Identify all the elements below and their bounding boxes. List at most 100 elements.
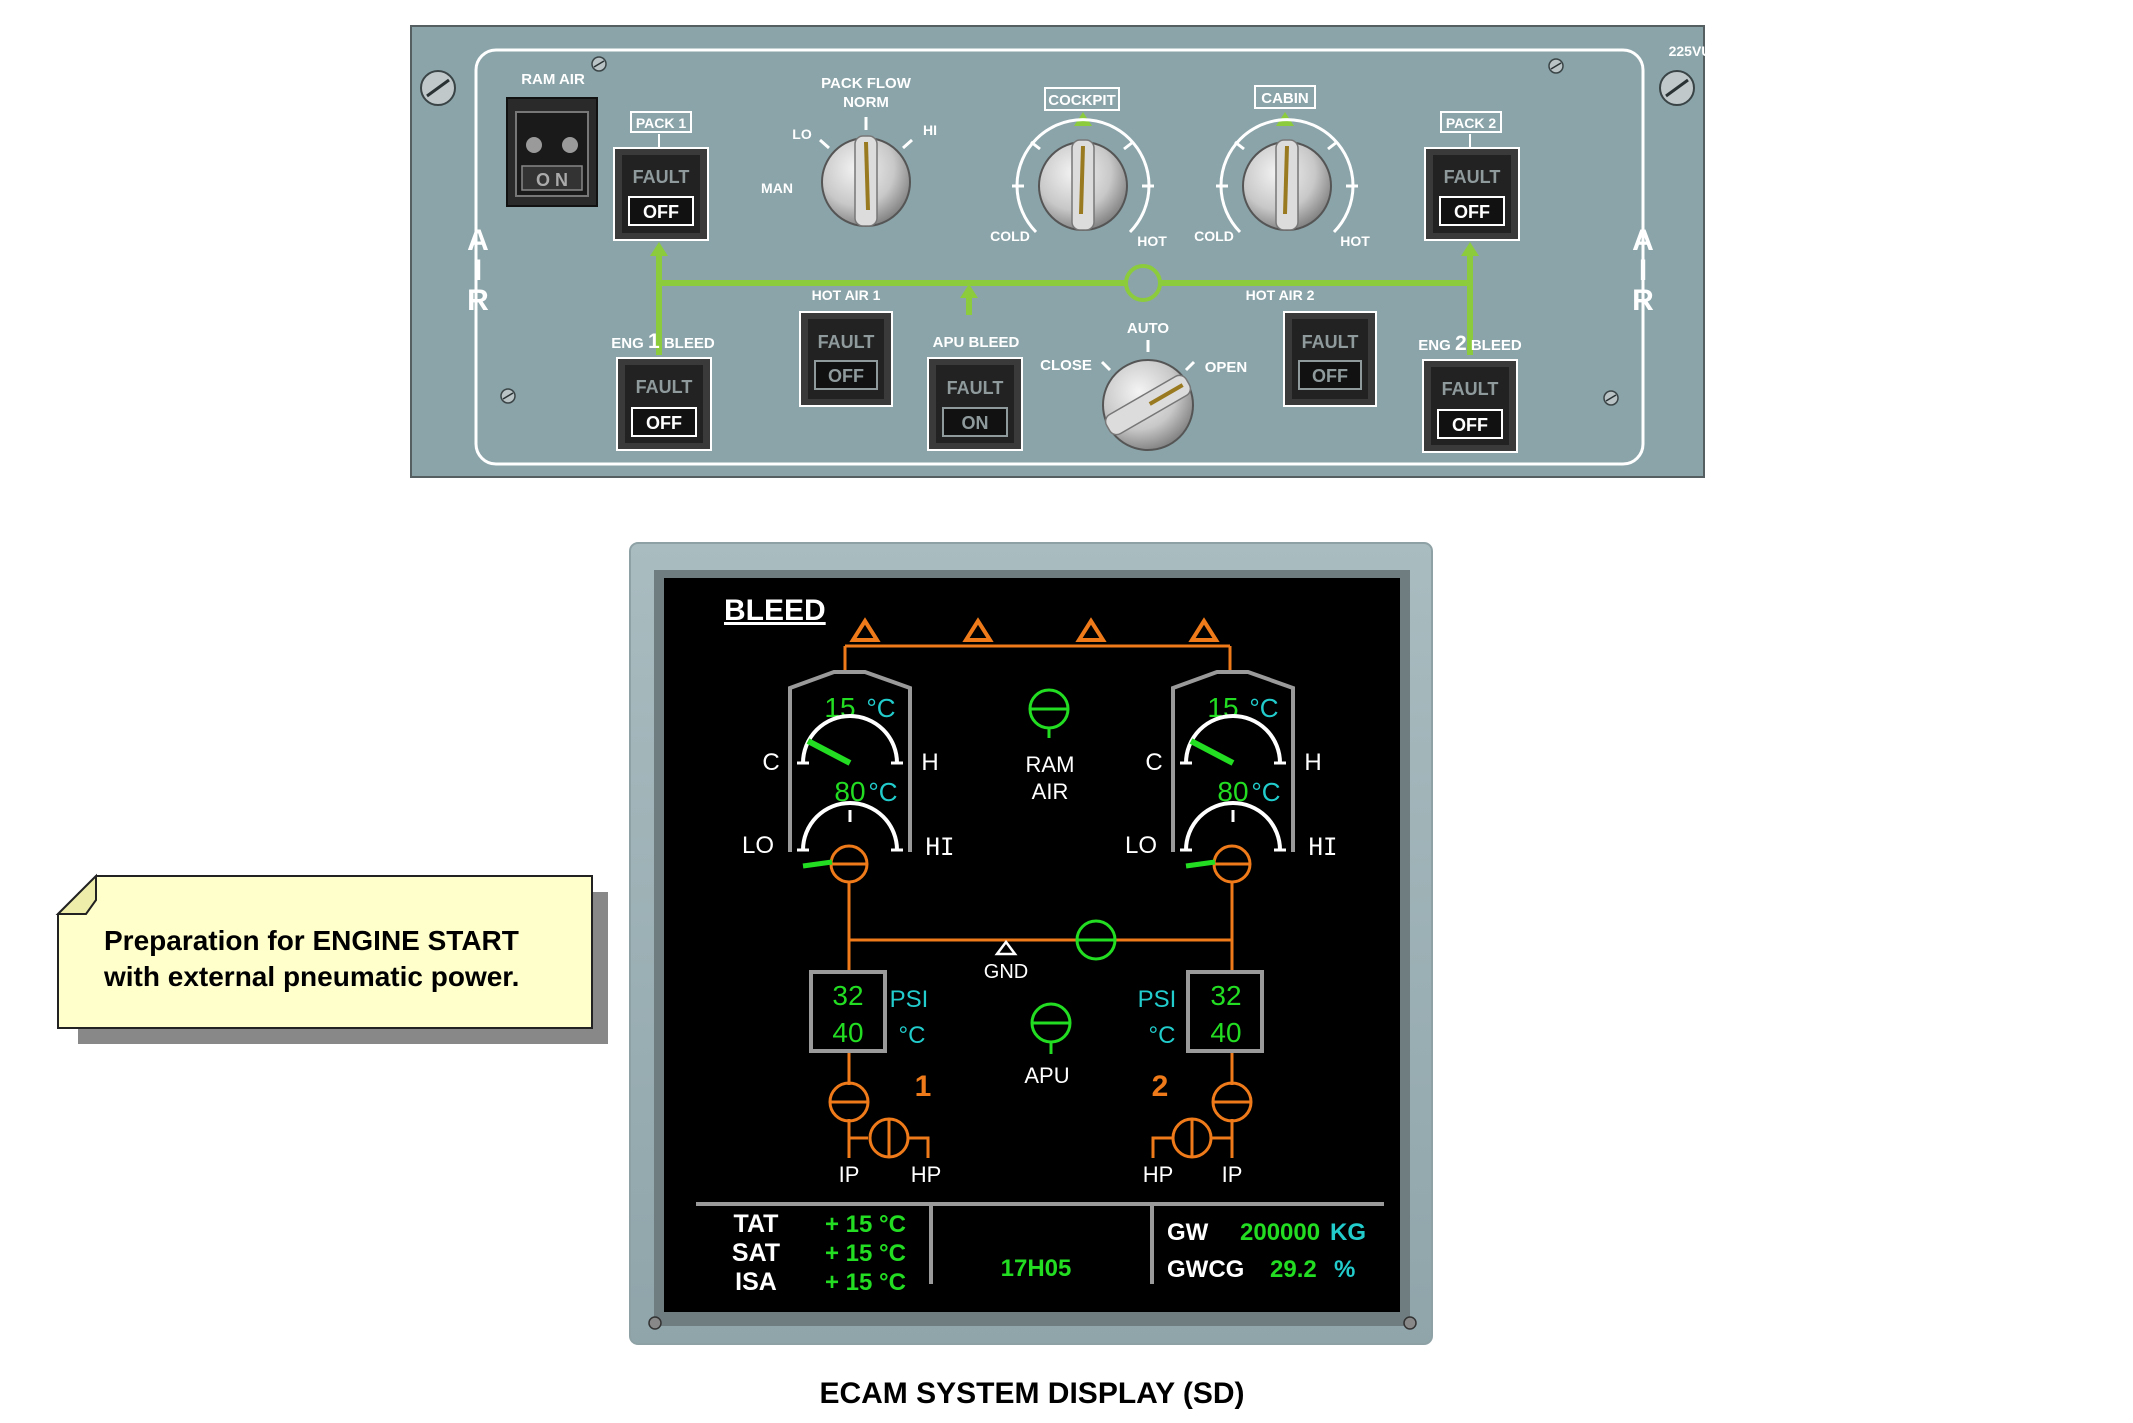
pack1-comp-unit: °C [868, 777, 897, 807]
eng1-bleed-pressure: 32 40 PSI °C [809, 970, 928, 1053]
panel-screw [419, 69, 457, 107]
apu-bleed-label: APU BLEED [933, 334, 1020, 351]
note-line2: with external pneumatic power. [103, 961, 519, 992]
eng1-temp-value: 40 [832, 1017, 863, 1048]
eng2-bleed-pressure: 32 40 PSI °C [1138, 970, 1264, 1053]
eng2-hp-label: HP [1143, 1162, 1174, 1187]
ecam-page-title: BLEED [724, 594, 826, 627]
apu-bleed-fault: FAULT [947, 378, 1004, 398]
eng1-bleed-pushbutton[interactable]: ENG 1 BLEED FAULT OFF [611, 330, 715, 451]
panel-screw [1548, 58, 1564, 74]
cockpit-temp-selector[interactable]: COCKPIT COLD HOT [990, 87, 1167, 249]
eng1-bleed-fault: FAULT [636, 377, 693, 397]
pack1-indications: 15 °C C H 80 °C LO HI [742, 670, 955, 884]
eng2-bleed-label: ENG 2 BLEED [1418, 332, 1522, 355]
eng1-bleed-label: ENG 1 BLEED [611, 330, 715, 353]
tat-value: + 15 °C [825, 1211, 906, 1238]
pack2-comp-unit: °C [1251, 777, 1280, 807]
cabin-label: CABIN [1261, 90, 1309, 107]
pack-flow-hi: HI [923, 122, 937, 138]
panel-screw [500, 388, 516, 404]
pack1-outlet-unit: °C [866, 693, 895, 723]
eng1-pressure-value: 32 [832, 980, 863, 1011]
pack1-pushbutton[interactable]: PACK 1 FAULT OFF [613, 111, 709, 241]
gw-unit: KG [1330, 1219, 1366, 1246]
eng2-bleed-fault: FAULT [1442, 379, 1499, 399]
utc-time: 17H05 [1001, 1255, 1072, 1282]
ram-air-label-line1: RAM [1026, 752, 1075, 777]
xbleed-close: CLOSE [1040, 357, 1092, 374]
triangle-icon [849, 617, 881, 642]
isa-label: ISA [735, 1268, 777, 1296]
eng1-hp-label: HP [911, 1162, 942, 1187]
air-letter: I [474, 254, 482, 287]
pack1-lo: LO [742, 832, 774, 859]
ram-air-valve: RAM AIR [1026, 688, 1075, 804]
hot-air2-state: OFF [1312, 366, 1348, 386]
sat-value: + 15 °C [825, 1240, 906, 1267]
air-letter: I [1639, 254, 1647, 287]
pack-flow-norm: NORM [843, 94, 889, 111]
panel-screw [591, 56, 607, 72]
ram-air-switch[interactable]: RAM AIR O N [506, 71, 598, 207]
panel-id: 225VU [1669, 43, 1712, 59]
xbleed-valve-indicator [1124, 264, 1162, 302]
gnd-label: GND [984, 961, 1028, 983]
pack1-c: C [762, 749, 779, 776]
ecam-footer: TAT SAT ISA + 15 °C + 15 °C + 15 °C 17H0… [696, 1202, 1384, 1296]
pack2-h: H [1304, 749, 1321, 776]
arrow-up-icon [650, 242, 668, 256]
ram-air-label: RAM AIR [521, 71, 585, 88]
air-letter: A [467, 224, 489, 257]
arrow-up-icon [960, 284, 978, 298]
gwcg-unit: % [1334, 1256, 1355, 1283]
pack1-h: H [921, 749, 938, 776]
pack2-label: PACK 2 [1446, 115, 1497, 131]
pack2-pushbutton[interactable]: PACK 2 FAULT OFF [1424, 111, 1520, 241]
xbleed-auto: AUTO [1127, 320, 1170, 337]
cabin-cold: COLD [1194, 228, 1234, 244]
xbleed-open: OPEN [1205, 359, 1248, 376]
eng1-bleed-state: OFF [646, 413, 682, 433]
xbleed-selector[interactable]: AUTO CLOSE OPEN [1040, 320, 1248, 451]
apu-bleed-valve: APU [1024, 1002, 1072, 1088]
pack1-state: OFF [643, 202, 679, 222]
gwcg-value: 29.2 [1270, 1256, 1317, 1283]
isa-value: + 15 °C [825, 1269, 906, 1296]
ecam-system-display: BLEED 15 °C C H 80 °C [629, 542, 1433, 1345]
tat-label: TAT [734, 1210, 779, 1238]
eng1-number: 1 [915, 1070, 932, 1103]
hot-air2-pushbutton[interactable]: HOT AIR 2 FAULT OFF [1246, 287, 1377, 407]
pack2-fault: FAULT [1444, 167, 1501, 187]
pack1-hi: HI [926, 833, 955, 861]
folded-corner-icon [55, 873, 97, 915]
cockpit-label: COCKPIT [1048, 92, 1116, 109]
pack2-bypass-needle [1189, 738, 1235, 766]
eng2-bleed-state: OFF [1452, 415, 1488, 435]
ground-connection: GND [984, 939, 1028, 983]
gwcg-label: GWCG [1167, 1256, 1244, 1283]
eng1-temp-unit: °C [899, 1022, 926, 1049]
eng2-temp-unit: °C [1149, 1022, 1176, 1049]
panel-screw [1658, 69, 1696, 107]
bleed-ducts [847, 882, 1234, 1158]
cockpit-cold: COLD [990, 228, 1030, 244]
panel-screw [1603, 390, 1619, 406]
hot-air1-state: OFF [828, 366, 864, 386]
apu-bleed-pushbutton[interactable]: APU BLEED FAULT ON [927, 334, 1023, 451]
hot-air1-pushbutton[interactable]: HOT AIR 1 FAULT OFF [799, 287, 893, 407]
gw-value: 200000 [1240, 1219, 1320, 1246]
air-letter: A [1632, 224, 1654, 257]
triangle-icon [962, 617, 994, 642]
triangle-icon [1075, 617, 1107, 642]
eng2-psi-unit: PSI [1138, 986, 1177, 1013]
pack-flow-selector[interactable]: PACK FLOW NORM LO HI MAN [761, 75, 937, 227]
bleed-duct-lines [656, 252, 1473, 355]
hot-air1-fault: FAULT [818, 332, 875, 352]
hot-air2-label: HOT AIR 2 [1246, 287, 1315, 303]
cabin-temp-selector[interactable]: CABIN COLD HOT [1194, 85, 1370, 249]
gw-label: GW [1167, 1219, 1209, 1246]
eng2-bleed-pushbutton[interactable]: ENG 2 BLEED FAULT OFF [1418, 332, 1522, 453]
note-callout: Preparation for ENGINE START with extern… [55, 873, 608, 1044]
